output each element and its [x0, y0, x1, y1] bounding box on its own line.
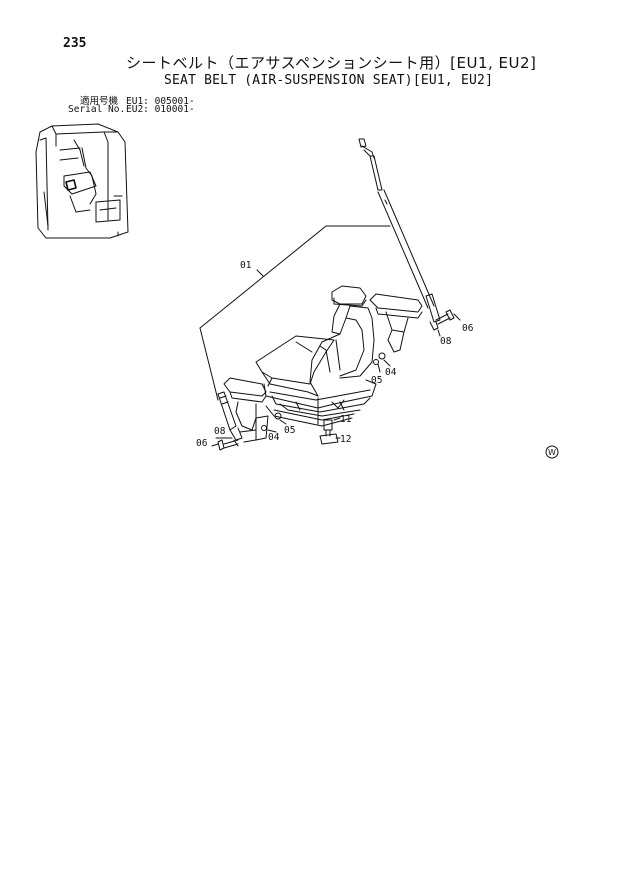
left-bracket-plate: [239, 415, 269, 443]
leader-06-left: [211, 443, 219, 447]
serial-label-en: Serial No.: [68, 104, 126, 115]
part-label-06-left: 06: [196, 438, 208, 449]
serial-row-jp: 適用号機 EU1: 005001-: [68, 93, 195, 107]
part-label-11: 11: [340, 414, 352, 425]
part-11-12-fastener: [319, 417, 341, 445]
right-armrest: [369, 293, 423, 353]
right-seat-belt-strap: [358, 138, 441, 331]
group-bracket-01: [199, 225, 391, 329]
right-bolt-06: [435, 309, 455, 325]
left-washer-04: [261, 425, 267, 431]
page-title-japanese: シートベルト（エアサスペンションシート用）[EU1, EU2]: [126, 54, 537, 72]
group-bracket-01-lower: [199, 327, 219, 401]
right-nut-05: [378, 352, 386, 360]
part-label-08-left: 08: [214, 426, 226, 437]
leader-04-right: [383, 359, 391, 367]
part-label-12: 12: [340, 434, 351, 445]
left-armrest: [223, 377, 267, 431]
part-label-04-left: 04: [268, 432, 280, 443]
serial-value-eu2: EU2: 010001-: [126, 104, 195, 115]
seat-cushion: [255, 335, 335, 397]
part-label-05-left: 05: [284, 425, 295, 436]
leader-05-right: [377, 363, 381, 373]
part-label-08-right: 08: [440, 336, 452, 347]
leader-04-left: [267, 429, 277, 433]
cab-location-inset: [35, 123, 129, 239]
left-bolt-06: [217, 439, 239, 451]
part-label-01: 01: [240, 260, 252, 271]
right-washer-04: [373, 359, 379, 365]
w-mark-circle: [545, 445, 559, 459]
serial-row-en: Serial No.EU2: 010001-: [68, 104, 195, 115]
part-label-05-right: 05: [371, 375, 382, 386]
leader-06-right: [453, 313, 461, 321]
part-label-06-right: 06: [462, 323, 474, 334]
left-nut-05: [274, 412, 282, 420]
page-title-english: SEAT BELT (AIR-SUSPENSION SEAT)[EU1, EU2…: [164, 73, 494, 88]
serial-value-eu1: EU1: 005001-: [126, 96, 195, 107]
leader-05-left: [279, 419, 287, 425]
part-label-04-right: 04: [385, 367, 397, 378]
seat-back: [309, 285, 375, 397]
serial-label-jp: 適用号機: [79, 96, 118, 107]
leader-08-right: [437, 329, 441, 337]
w-mark-letter: W: [548, 448, 556, 457]
page-number: 235: [63, 36, 87, 51]
leader-01: [256, 269, 264, 277]
seat-suspension-base: [263, 379, 377, 427]
